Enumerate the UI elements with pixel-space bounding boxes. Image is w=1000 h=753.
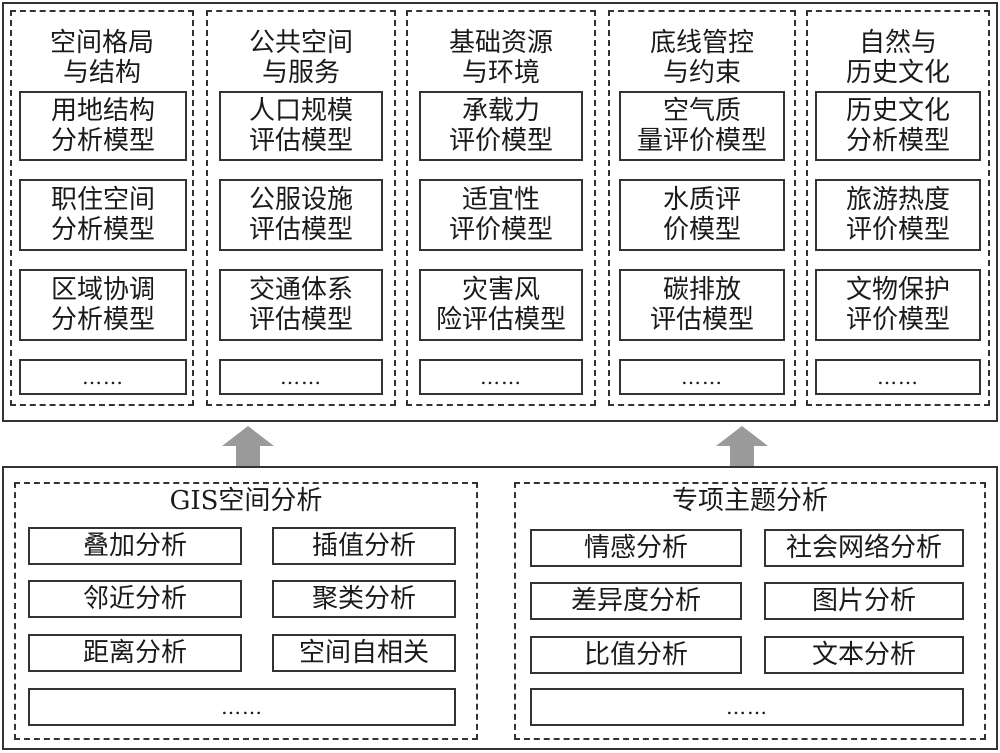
column-title: 底线管控 与约束 [649,28,754,88]
up-arrow-icon [222,426,274,468]
model-box: 用地结构 分析模型 [19,91,187,161]
more-box: …… [19,359,187,395]
model-box: 碳排放 评估模型 [619,269,785,341]
tool-box: 插值分析 [272,527,456,565]
thematic-analysis-title: 专项主题分析 [671,486,828,516]
more-box: …… [619,359,785,395]
column-spatial-pattern: 空间格局 与结构 用地结构 分析模型 职住空间 分析模型 区域协调 分析模型 …… [10,10,194,406]
column-title: 基础资源 与环境 [448,28,553,88]
thematic-analysis-group: 专项主题分析 情感分析 社会网络分析 差异度分析 图片分析 比值分析 文本分析 … [514,482,986,740]
model-box: 历史文化 分析模型 [815,91,981,161]
model-layer-panel: 空间格局 与结构 用地结构 分析模型 职住空间 分析模型 区域协调 分析模型 …… [2,2,998,422]
tool-box: 差异度分析 [530,582,742,620]
gis-analysis-title: GIS空间分析 [169,486,323,516]
model-box: 承载力 评价模型 [419,91,583,161]
model-box: 职住空间 分析模型 [19,179,187,251]
column-title: 公共空间 与服务 [248,28,353,88]
more-box: …… [28,688,456,726]
tool-box: 比值分析 [530,636,742,674]
column-resources: 基础资源 与环境 承载力 评价模型 适宜性 评价模型 灾害风 险评估模型 …… [406,10,596,406]
tool-box: 文本分析 [764,636,964,674]
column-baseline-control: 底线管控 与约束 空气质 量评价模型 水质评 价模型 碳排放 评估模型 …… [608,10,796,406]
tool-box: 叠加分析 [28,527,242,565]
column-public-space: 公共空间 与服务 人口规模 评估模型 公服设施 评估模型 交通体系 评估模型 …… [206,10,396,406]
more-box: …… [815,359,981,395]
more-box: …… [219,359,383,395]
model-box: 旅游热度 评价模型 [815,179,981,251]
model-box: 公服设施 评估模型 [219,179,383,251]
model-box: 空气质 量评价模型 [619,91,785,161]
tool-box: 聚类分析 [272,580,456,618]
tool-box: 情感分析 [530,529,742,567]
more-box: …… [530,688,964,726]
more-box: …… [419,359,583,395]
tool-box: 邻近分析 [28,580,242,618]
model-box: 适宜性 评价模型 [419,179,583,251]
analysis-layer-panel: GIS空间分析 叠加分析 插值分析 邻近分析 聚类分析 距离分析 空间自相关 …… [2,466,998,750]
model-box: 交通体系 评估模型 [219,269,383,341]
column-nature-history: 自然与 历史文化 历史文化 分析模型 旅游热度 评价模型 文物保护 评价模型 …… [806,10,990,406]
model-box: 人口规模 评估模型 [219,91,383,161]
tool-box: 社会网络分析 [764,529,964,567]
column-title: 空间格局 与结构 [49,28,154,88]
gis-analysis-group: GIS空间分析 叠加分析 插值分析 邻近分析 聚类分析 距离分析 空间自相关 …… [14,482,478,740]
tool-box: 空间自相关 [272,634,456,672]
model-box: 文物保护 评价模型 [815,269,981,341]
model-box: 灾害风 险评估模型 [419,269,583,341]
tool-box: 距离分析 [28,634,242,672]
up-arrow-icon [716,426,768,468]
model-box: 水质评 价模型 [619,179,785,251]
model-box: 区域协调 分析模型 [19,269,187,341]
column-title: 自然与 历史文化 [845,28,950,88]
tool-box: 图片分析 [764,582,964,620]
